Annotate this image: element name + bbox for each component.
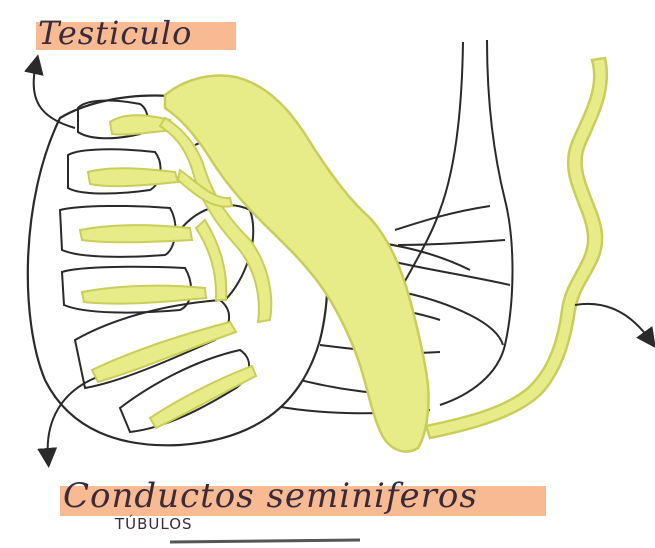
arrow-icon bbox=[575, 304, 650, 340]
label-testiculo: Testiculo bbox=[38, 14, 192, 52]
pen-stroke bbox=[170, 540, 360, 542]
vas-deferens bbox=[426, 58, 607, 438]
label-conductos-seminiferos: Conductos seminiferos bbox=[63, 476, 478, 516]
label-tubulos: TÚBULOS bbox=[115, 515, 193, 533]
